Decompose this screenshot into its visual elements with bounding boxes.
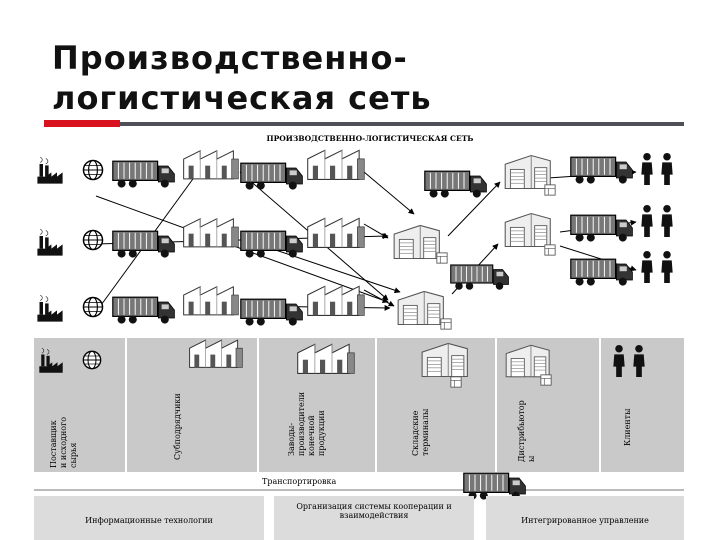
person-icon (661, 250, 673, 284)
column-label-suppliers: Поставщик и исходного сырья (49, 417, 78, 468)
sawtooth-plant-icon (183, 150, 239, 180)
person-icon (641, 204, 653, 238)
truck-icon (240, 162, 303, 191)
column-label-distributors: Дистрибьютор ы (517, 400, 536, 462)
column-label-manufacturers: Заводы- производители конечной продукции (287, 392, 326, 456)
truck-icon (240, 298, 303, 327)
package-icon (450, 376, 462, 388)
truck-icon (570, 156, 634, 185)
truck-icon (112, 160, 175, 189)
truck-icon (240, 230, 303, 259)
person-icon (641, 250, 653, 284)
svg-text:сырья: сырья (69, 443, 78, 468)
warehouse-icon (504, 213, 551, 247)
globe-icon (82, 229, 104, 251)
warehouse-icon (393, 224, 440, 260)
sawtooth-plant-icon (183, 286, 239, 316)
warehouse-icon (504, 155, 551, 189)
column-label-warehouses: Складские терминалы (411, 408, 430, 456)
person-icon (661, 204, 673, 238)
svg-text:Поставщик: Поставщик (49, 420, 58, 468)
sawtooth-plant-icon (307, 217, 365, 248)
globe-icon (82, 296, 104, 318)
column-dividers (125, 338, 601, 472)
sawtooth-plant-icon (189, 339, 243, 368)
warehouse-icon (397, 290, 444, 326)
package-icon (440, 318, 452, 330)
factory-icon (36, 294, 64, 323)
title-line-1: Производственно- (52, 39, 408, 77)
sawtooth-plant-icon (297, 343, 355, 374)
truck-icon (112, 296, 175, 325)
svg-text:Клиенты: Клиенты (623, 408, 632, 446)
sawtooth-plant-icon (307, 149, 365, 180)
cooperation-box (274, 496, 474, 540)
person-icon (661, 152, 673, 186)
it-box (34, 496, 264, 540)
sawtooth-plant-icon (307, 285, 365, 316)
svg-text:Дистрибьютор: Дистрибьютор (517, 400, 526, 462)
package-icon (540, 374, 552, 386)
page-title: Производственно- логистическая сеть (52, 38, 432, 118)
svg-text:Субподрядчики: Субподрядчики (173, 393, 182, 460)
svg-text:производители: производители (297, 392, 306, 456)
svg-text:ы: ы (527, 455, 536, 462)
integrated-box (486, 496, 684, 540)
cooperation-label-line-2: взаимодействия (339, 511, 409, 520)
svg-text:терминалы: терминалы (421, 408, 430, 456)
globe-icon (82, 350, 102, 370)
title-underline-accent (44, 120, 120, 127)
svg-text:конечной: конечной (307, 415, 316, 456)
cooperation-label-line-1: Организация системы кооперации и (296, 502, 452, 511)
sawtooth-plant-icon (183, 218, 239, 248)
package-icon (544, 244, 556, 256)
svg-text:продукции: продукции (317, 410, 326, 456)
column-label-subcontractors: Субподрядчики (173, 393, 182, 460)
globe-icon (82, 159, 104, 181)
svg-text:и исходного: и исходного (59, 417, 68, 468)
truck-icon (463, 472, 527, 501)
svg-text:Заводы-: Заводы- (287, 423, 296, 456)
column-label-clients: Клиенты (623, 408, 632, 446)
factory-icon (36, 156, 64, 185)
factory-icon (36, 228, 64, 257)
integrated-label: Интегрированное управление (521, 516, 649, 525)
package-icon (436, 252, 448, 264)
person-icon (641, 152, 653, 186)
package-icon (544, 184, 556, 196)
cooperation-label: Организация системы кооперации и взаимод… (274, 502, 474, 520)
diagram-header: ПРОИЗВОДСТВЕННО-ЛОГИСТИЧЕСКАЯ СЕТЬ (266, 134, 474, 143)
it-label: Информационные технологии (85, 516, 213, 525)
truck-icon (112, 230, 175, 259)
truck-icon (450, 264, 510, 291)
title-line-2: логистическая сеть (52, 79, 432, 117)
svg-text:Складские: Складские (411, 410, 420, 456)
truck-icon (570, 258, 634, 287)
logistics-network-diagram: Поставщик и исходного сырья Субподрядчик… (34, 149, 684, 540)
truck-icon (570, 214, 634, 243)
title-underline (44, 120, 684, 127)
columns-panel (34, 338, 684, 472)
title-underline-bar (120, 122, 684, 126)
transport-label: Транспортировка (262, 477, 337, 486)
truck-icon (424, 170, 487, 199)
